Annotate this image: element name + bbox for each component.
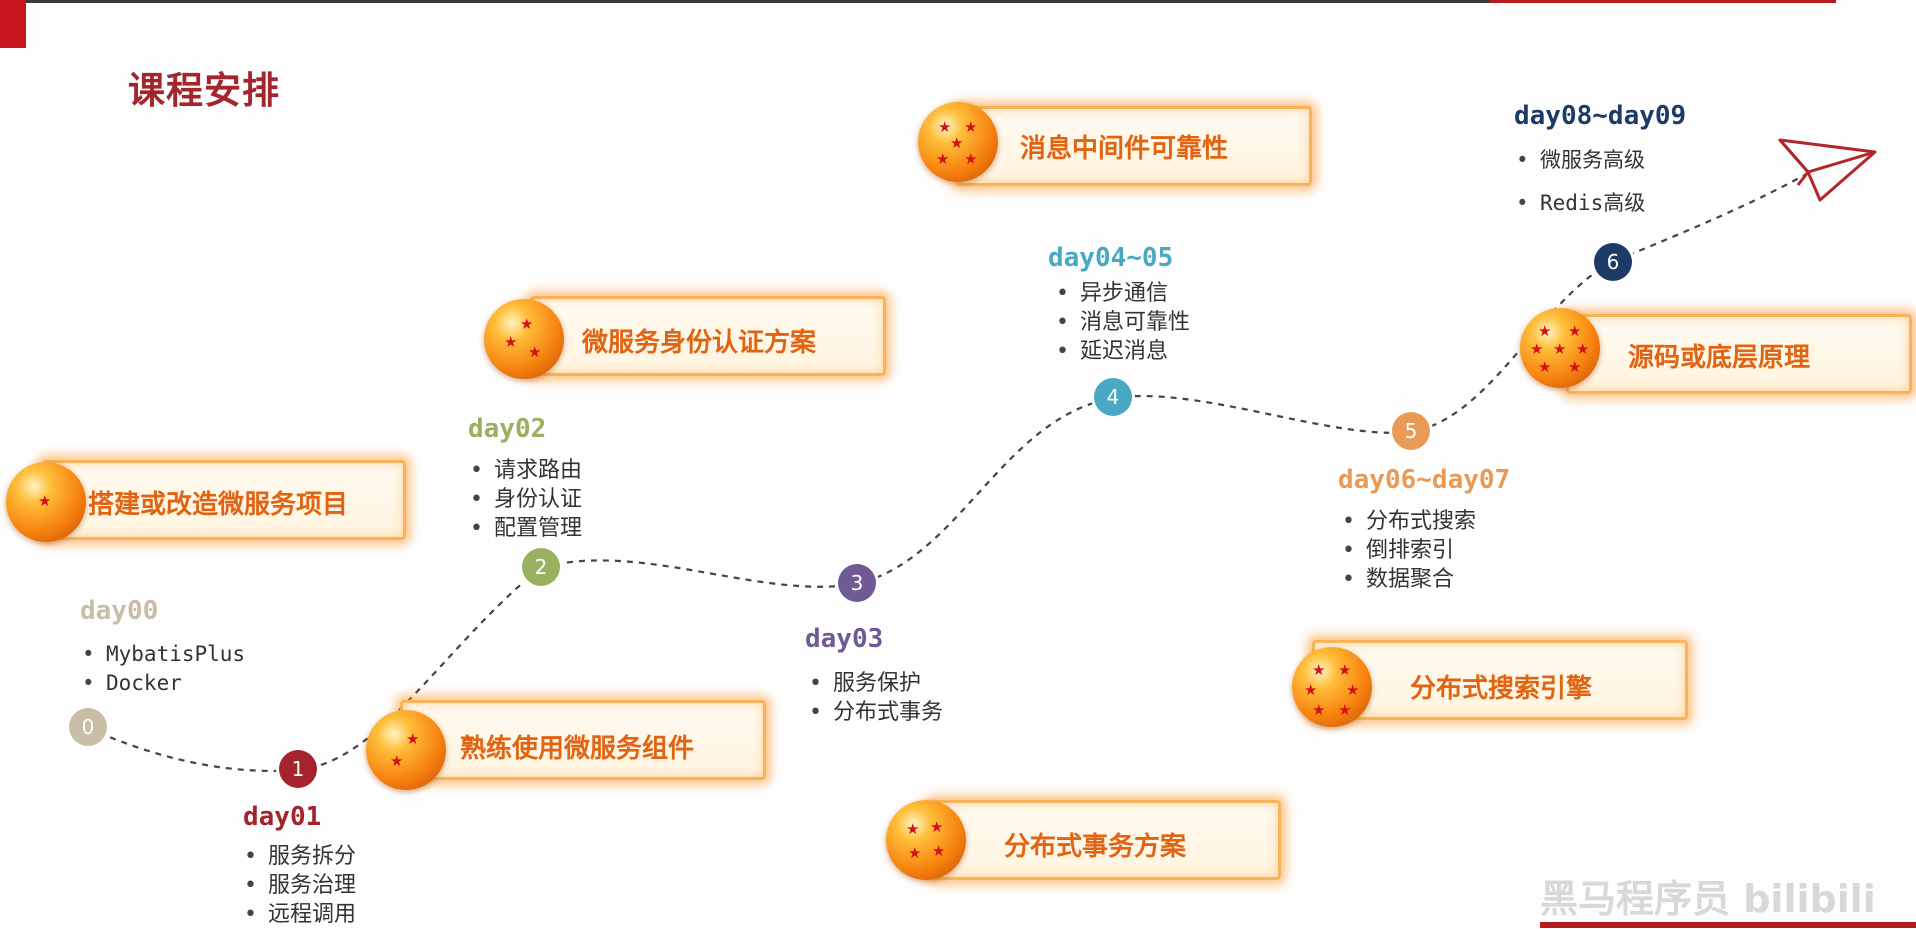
topic-item: 请求路由 — [466, 456, 582, 485]
day-label-4: day04~05 — [1048, 243, 1174, 273]
topic-list-1: 服务拆分 服务治理 远程调用 — [240, 842, 356, 929]
topic-item: 分布式搜索 — [1338, 507, 1476, 536]
topic-item: 分布式事务 — [805, 698, 943, 727]
milestone-node-1: 1 — [279, 750, 317, 788]
milestone-node-3: 3 — [838, 564, 876, 602]
corner-marker — [0, 0, 26, 48]
topic-item: Docker — [78, 669, 245, 698]
dragon-ball-icon: ★ ★ ★ ★ ★ ★ — [1292, 647, 1372, 727]
topic-item: 微服务高级 — [1512, 146, 1645, 175]
dragon-ball-icon: ★ ★ ★ ★ — [886, 800, 966, 880]
topic-item: 服务治理 — [240, 871, 356, 900]
milestone-node-5: 5 — [1392, 412, 1430, 450]
day-label-6: day08~day09 — [1514, 101, 1687, 131]
topic-item: 异步通信 — [1052, 279, 1190, 308]
topic-item: MybatisPlus — [78, 640, 245, 669]
topic-list-5: 分布式搜索 倒排索引 数据聚合 — [1338, 507, 1476, 594]
milestone-node-6: 6 — [1594, 243, 1632, 281]
dragon-ball-icon: ★ — [6, 462, 86, 542]
topic-item: 身份认证 — [466, 485, 582, 514]
watermark: 黑马程序员 bilibili — [1540, 877, 1876, 921]
milestone-node-2: 2 — [522, 548, 560, 586]
day-label-3: day03 — [805, 624, 884, 654]
topic-list-2: 请求路由 身份认证 配置管理 — [466, 456, 582, 543]
topic-list-3: 服务保护 分布式事务 — [805, 669, 943, 727]
topic-item: Redis高级 — [1512, 189, 1645, 218]
topic-list-6: 微服务高级 Redis高级 — [1512, 146, 1645, 218]
day-label-0: day00 — [80, 596, 159, 626]
top-bar — [0, 0, 1836, 3]
top-bar-accent — [1490, 0, 1836, 3]
topic-item: 消息可靠性 — [1052, 308, 1190, 337]
topic-list-0: MybatisPlus Docker — [78, 640, 245, 698]
paper-plane-icon — [1778, 138, 1877, 202]
page-title: 课程安排 — [128, 69, 280, 112]
bottom-bar — [1540, 922, 1916, 928]
milestone-node-0: 0 — [69, 708, 107, 746]
dragon-ball-icon: ★ ★ ★ ★ ★ ★ ★ — [1520, 308, 1600, 388]
day-label-1: day01 — [243, 802, 322, 832]
dragon-ball-icon: ★ ★ ★ ★ ★ — [918, 102, 998, 182]
dragon-ball-icon: ★ ★ — [366, 710, 446, 790]
topic-item: 服务保护 — [805, 669, 943, 698]
topic-item: 数据聚合 — [1338, 565, 1476, 594]
day-label-2: day02 — [468, 414, 547, 444]
topic-item: 延迟消息 — [1052, 337, 1190, 366]
topic-list-4: 异步通信 消息可靠性 延迟消息 — [1052, 279, 1190, 366]
topic-item: 倒排索引 — [1338, 536, 1476, 565]
topic-item: 远程调用 — [240, 900, 356, 929]
topic-item: 配置管理 — [466, 514, 582, 543]
topic-item: 服务拆分 — [240, 842, 356, 871]
dragon-ball-icon: ★ ★ ★ — [484, 299, 564, 379]
day-label-5: day06~day07 — [1338, 465, 1511, 495]
milestone-node-4: 4 — [1094, 378, 1132, 416]
